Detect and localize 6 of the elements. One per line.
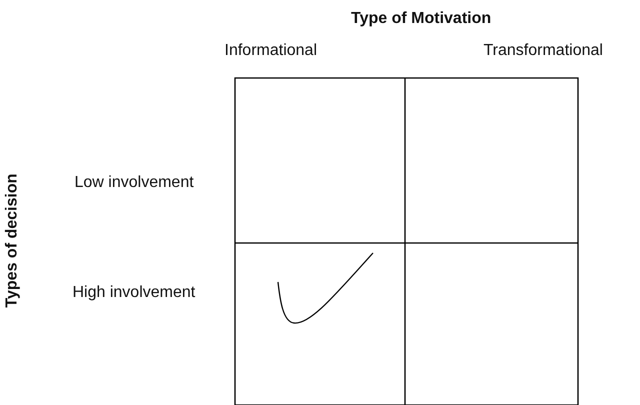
axis-title: Type of Motivation bbox=[351, 8, 492, 28]
axis-title: Types of decision bbox=[2, 173, 22, 308]
column-heading: Transformational bbox=[484, 40, 603, 60]
row-heading: Low involvement bbox=[74, 172, 194, 192]
column-heading: Informational bbox=[224, 40, 317, 60]
row-heading: High involvement bbox=[72, 282, 196, 302]
